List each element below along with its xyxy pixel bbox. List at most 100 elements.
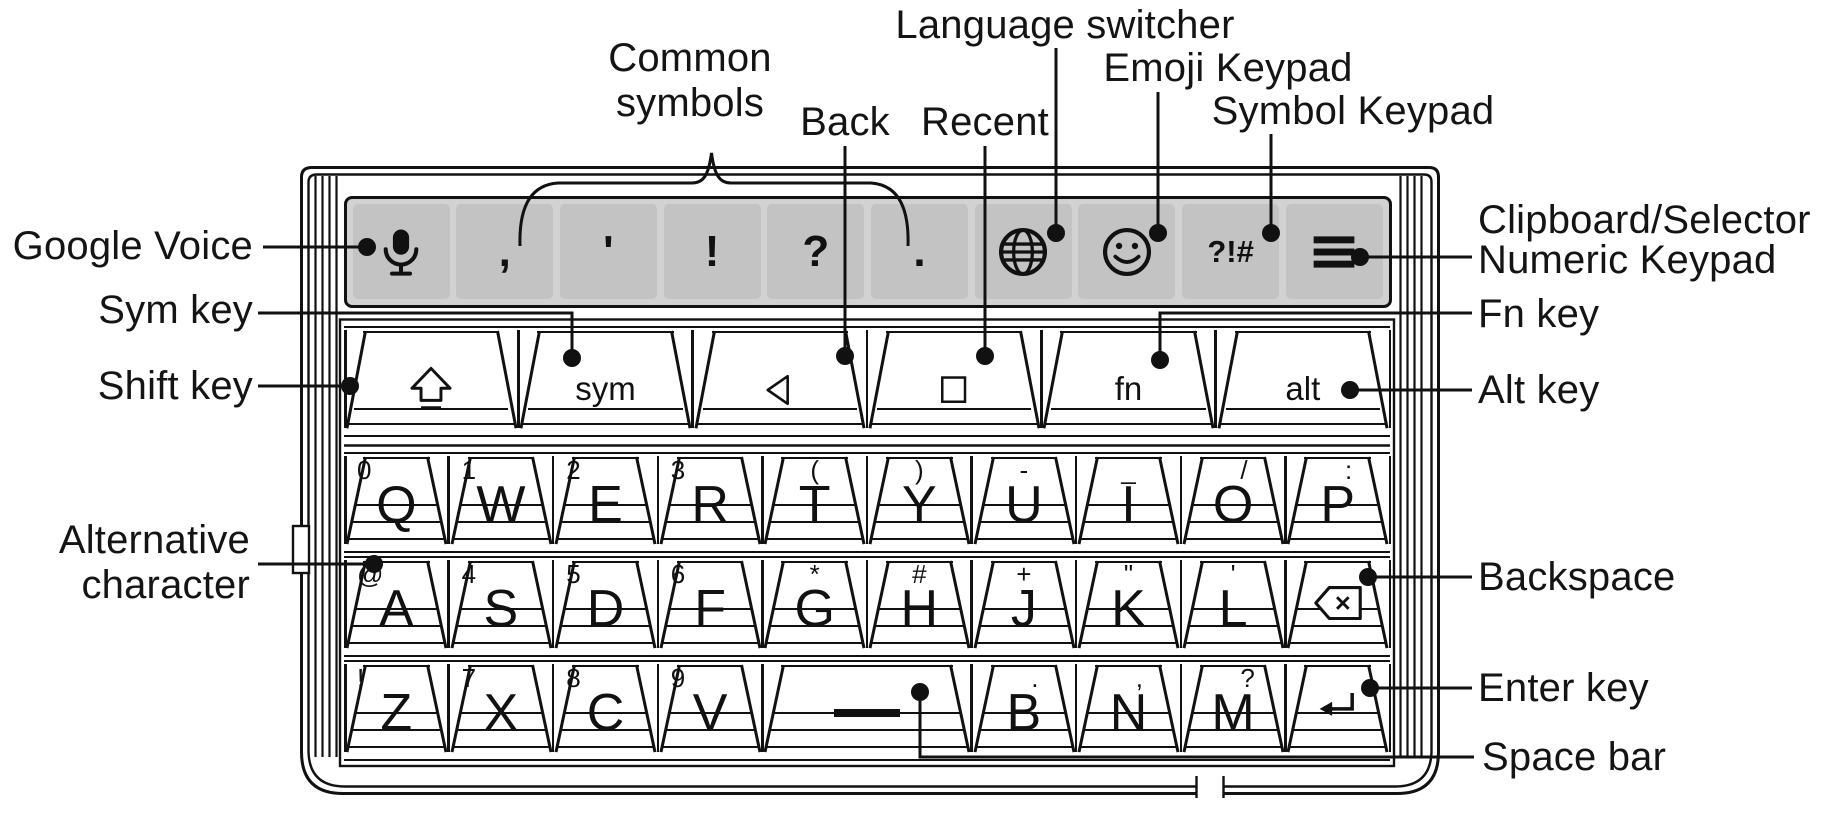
key-gap-line xyxy=(551,664,555,752)
key-gap-line xyxy=(865,456,869,544)
comma-key-label: , xyxy=(498,226,511,276)
comma-key[interactable]: , xyxy=(456,203,554,299)
smiley-icon xyxy=(1099,224,1155,280)
key-w-label: W xyxy=(476,476,526,534)
key-d-label: D xyxy=(586,580,625,638)
key-backspace[interactable] xyxy=(1285,558,1390,655)
exclamation-key[interactable]: ! xyxy=(663,203,761,299)
key-s-label: S xyxy=(483,580,519,638)
key-i-label: I xyxy=(1121,476,1136,534)
key-g-alt-character: * xyxy=(809,559,820,589)
language-switcher-key[interactable] xyxy=(974,203,1072,299)
sym-key[interactable]: sym xyxy=(518,328,692,435)
key-k-label: K xyxy=(1111,580,1146,638)
key-n-label: N xyxy=(1109,684,1148,742)
key-a[interactable]: A@ xyxy=(344,558,449,655)
key-p[interactable]: P: xyxy=(1285,454,1390,551)
key-k-alt-character: " xyxy=(1123,559,1134,589)
period-key[interactable]: . xyxy=(871,203,968,299)
key-t[interactable]: T( xyxy=(762,454,867,551)
key-y[interactable]: Y) xyxy=(867,454,972,551)
key-gap-line xyxy=(970,456,973,544)
key-gap-line xyxy=(970,560,973,648)
label-backspace: Backspace xyxy=(1478,555,1676,599)
side-hatch-lines xyxy=(314,176,1423,757)
key-b-alt-character: . xyxy=(1031,663,1039,693)
key-i[interactable]: I_ xyxy=(1076,454,1181,551)
key-gap-line xyxy=(1388,560,1392,648)
clipboard-selector-key[interactable] xyxy=(1285,203,1383,299)
key-h-alt-character: # xyxy=(912,559,927,589)
key-c-label: C xyxy=(586,684,625,742)
key-gap-line xyxy=(447,664,450,752)
back-key[interactable] xyxy=(693,328,867,435)
bottom-notch xyxy=(1195,776,1225,798)
key-gap-line xyxy=(656,664,660,752)
emoji-keypad-key[interactable] xyxy=(1078,203,1176,299)
back-icon xyxy=(757,367,803,413)
key-gap-line xyxy=(656,456,660,544)
key-k[interactable]: K" xyxy=(1076,558,1181,655)
key-o[interactable]: O/ xyxy=(1181,454,1286,551)
recent-key[interactable] xyxy=(867,328,1041,435)
key-o-alt-character: / xyxy=(1240,455,1248,485)
key-m-alt-character: ? xyxy=(1240,663,1255,693)
key-gap-line xyxy=(1388,664,1392,752)
key-l[interactable]: L' xyxy=(1181,558,1286,655)
key-l-label: L xyxy=(1218,580,1248,638)
key-w-alt-character: 1 xyxy=(461,455,477,485)
key-m[interactable]: M? xyxy=(1181,662,1286,759)
key-space[interactable] xyxy=(762,662,971,759)
question-key[interactable]: ? xyxy=(767,203,865,299)
label-numeric-keypad: Numeric Keypad xyxy=(1478,238,1777,282)
key-f-alt-character: 6 xyxy=(670,559,686,589)
google-voice-key[interactable] xyxy=(352,203,450,299)
key-c-alt-character: 8 xyxy=(566,663,581,693)
exclamation-key-label: ! xyxy=(704,226,720,276)
key-gap-line xyxy=(344,456,347,544)
symbol-keypad-key[interactable]: ?!# xyxy=(1182,203,1280,299)
key-q-label: Q xyxy=(376,476,417,534)
label-sym-key: Sym key xyxy=(98,288,253,332)
key-gap-line xyxy=(1074,560,1078,648)
apostrophe-key[interactable]: ' xyxy=(559,203,657,299)
alt-key[interactable]: alt xyxy=(1216,328,1390,435)
key-h[interactable]: H# xyxy=(867,558,972,655)
fn-key[interactable]: fn xyxy=(1041,328,1215,435)
key-x-alt-character: 7 xyxy=(461,663,477,693)
question-key-label: ? xyxy=(802,226,830,276)
key-j[interactable]: J+ xyxy=(972,558,1077,655)
key-gap-line xyxy=(344,664,347,752)
key-b[interactable]: B. xyxy=(972,662,1077,759)
key-enter[interactable] xyxy=(1285,662,1390,759)
label-alternative-character: Alternative character xyxy=(58,518,250,607)
shift-icon xyxy=(405,364,457,416)
key-u[interactable]: U- xyxy=(972,454,1077,551)
key-n[interactable]: N, xyxy=(1076,662,1181,759)
key-f-label: F xyxy=(694,580,726,638)
label-language-switcher: Language switcher xyxy=(895,3,1235,47)
key-m-label: M xyxy=(1211,684,1255,742)
label-space-bar: Space bar xyxy=(1482,735,1667,779)
key-v-label: V xyxy=(692,684,728,742)
key-g[interactable]: G* xyxy=(762,558,867,655)
shift-key[interactable] xyxy=(344,328,518,435)
label-common-symbols: Common symbols xyxy=(608,36,772,125)
key-e-alt-character: 2 xyxy=(566,455,581,485)
key-z[interactable]: Z! xyxy=(344,662,449,759)
space-bar-icon xyxy=(833,709,900,717)
key-l-alt-character: ' xyxy=(1230,559,1236,589)
key-gap-line xyxy=(865,560,869,648)
